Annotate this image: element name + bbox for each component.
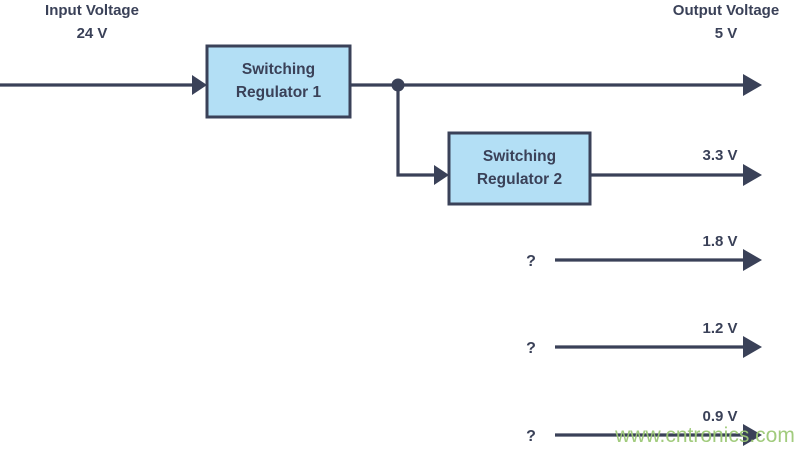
switching-regulator-2-block[interactable]: Switching Regulator 2 bbox=[447, 131, 592, 206]
watermark-text: www.cntronics.com bbox=[614, 424, 795, 447]
switching-regulator-2-label-line1: Switching bbox=[483, 148, 556, 165]
branch-wire bbox=[396, 85, 434, 177]
rail-1v8-wire-group: ? bbox=[526, 249, 762, 271]
output-voltage-label-line2: 5 V bbox=[715, 25, 738, 42]
rail-0v9-voltage-label: 0.9 V bbox=[702, 408, 737, 425]
rail-1v2-wire-group: ? bbox=[526, 336, 762, 358]
switching-regulator-2-rect[interactable] bbox=[447, 131, 592, 206]
rail-1v8-arrow-head bbox=[743, 249, 762, 271]
rail-1v2-voltage-label: 1.2 V bbox=[702, 320, 737, 337]
input-wire-group bbox=[0, 75, 207, 95]
input-voltage-label: Input Voltage 24 V bbox=[45, 2, 139, 42]
output-voltage-label: Output Voltage 5 V bbox=[673, 2, 779, 42]
branch-arrow-head bbox=[434, 165, 449, 185]
branch-wire-group bbox=[396, 85, 449, 185]
rail-3v3-arrow-head bbox=[743, 164, 762, 186]
rail-0v9-arrow-head bbox=[743, 424, 762, 446]
switching-regulator-1-rect[interactable] bbox=[205, 44, 352, 119]
switching-regulator-1-block[interactable]: Switching Regulator 1 bbox=[205, 44, 352, 119]
switching-regulator-1-label-line1: Switching bbox=[242, 61, 315, 78]
input-voltage-label-line2: 24 V bbox=[77, 25, 108, 42]
output-voltage-label-line1: Output Voltage bbox=[673, 2, 779, 19]
rail-1v2-arrow-head bbox=[743, 336, 762, 358]
rail-0v9-unknown-marker: ? bbox=[526, 428, 536, 445]
rail-1v8-unknown-marker: ? bbox=[526, 253, 536, 270]
rail-1v2-unknown-marker: ? bbox=[526, 340, 536, 357]
input-voltage-label-line1: Input Voltage bbox=[45, 2, 139, 19]
rail-1v8-voltage-label: 1.8 V bbox=[702, 233, 737, 250]
rail-3v3-wire-group bbox=[590, 164, 762, 186]
rail-0v9-wire-group: ? bbox=[526, 424, 762, 446]
input-arrow-head bbox=[192, 75, 207, 95]
rail-5v-wire-group bbox=[350, 74, 762, 96]
rail-5v-arrow-head bbox=[743, 74, 762, 96]
rail-3v3-voltage-label: 3.3 V bbox=[702, 147, 737, 164]
switching-regulator-2-label-line2: Regulator 2 bbox=[477, 171, 562, 188]
switching-regulator-1-label-line2: Regulator 1 bbox=[236, 84, 322, 101]
